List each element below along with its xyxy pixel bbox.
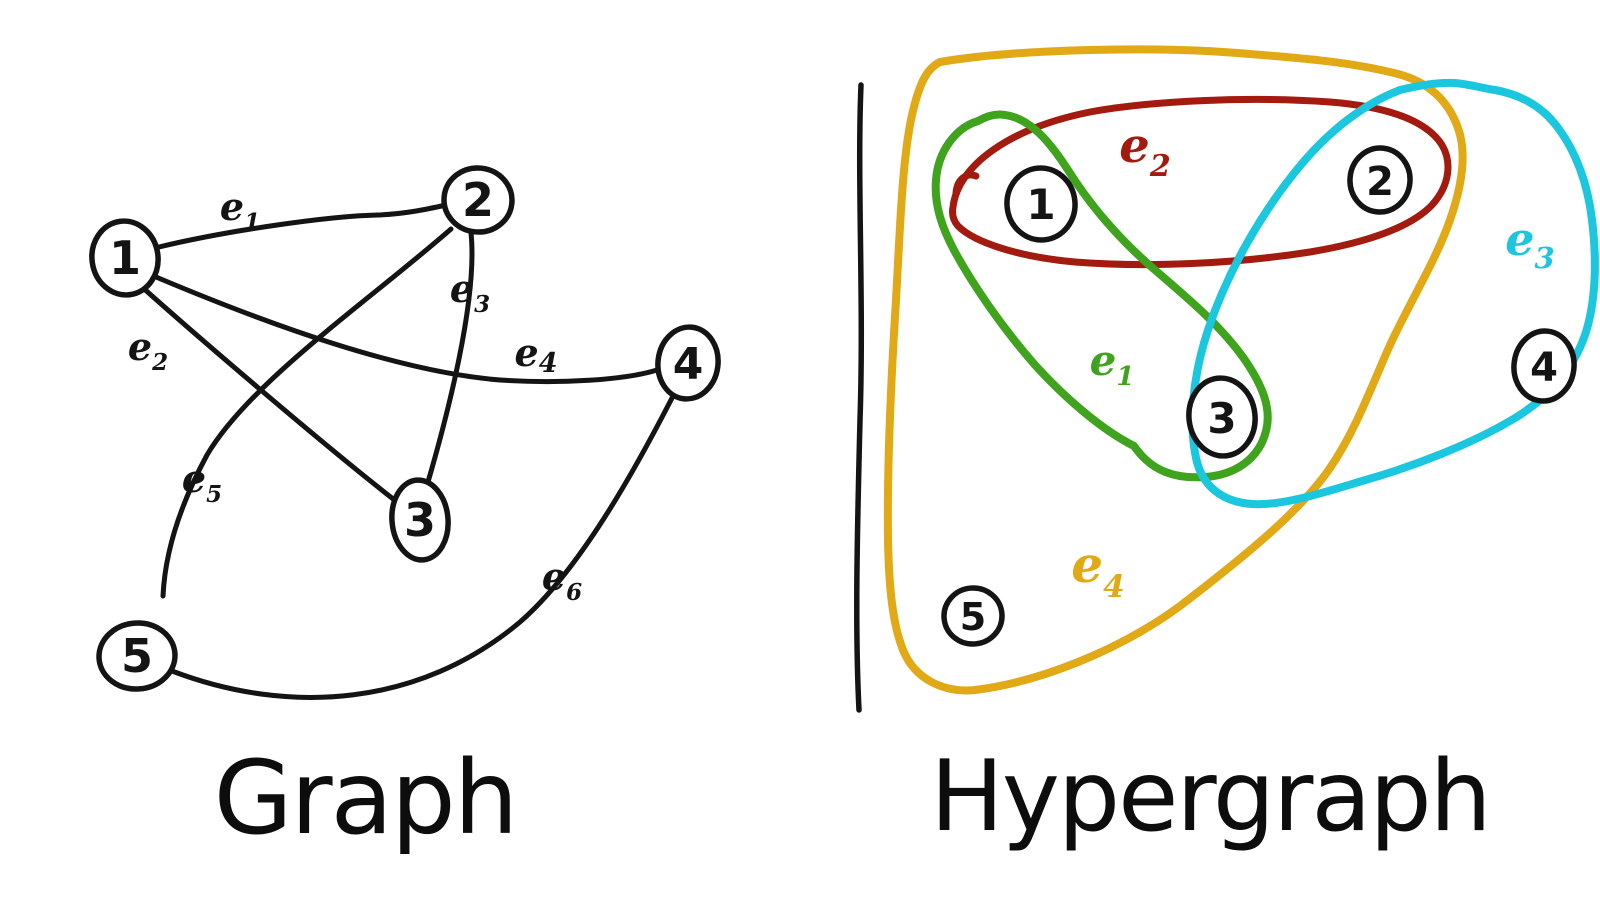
edge-e4-label: e4 <box>515 330 558 379</box>
hypergraph-node-3: 3 <box>1186 375 1258 459</box>
hyperedge-e2-outline <box>949 95 1452 269</box>
right-hypergraph: e2 e1 e3 e4 1 2 3 <box>883 45 1599 695</box>
edge-e6-line <box>169 395 675 700</box>
hyperedge-e1-outline <box>931 110 1272 482</box>
left-graph-edges <box>139 202 675 700</box>
svg-text:2: 2 <box>1366 159 1394 205</box>
hyperedge-e2-label: e2 <box>1119 118 1170 184</box>
svg-text:4: 4 <box>673 339 704 390</box>
edge-e1-label: e1 <box>220 184 260 236</box>
edge-e5-line <box>160 226 454 599</box>
edge-e2-label: e2 <box>128 324 168 376</box>
svg-text:4: 4 <box>1530 345 1558 391</box>
left-graph-edge-labels: e1 e2 e3 e4 e5 e6 <box>128 184 582 606</box>
edge-e2-line <box>139 284 400 505</box>
hyperedge-e2-pen-hook <box>952 171 980 197</box>
right-panel-title: Hypergraph <box>930 740 1492 854</box>
left-graph: e1 e2 e3 e4 e5 e6 1 <box>89 165 721 700</box>
right-hypergraph-nodes: 1 2 3 4 5 <box>941 145 1577 647</box>
left-graph-nodes: 1 2 3 4 5 <box>89 165 721 692</box>
svg-text:3: 3 <box>1207 394 1236 443</box>
hyperedge-e3-label: e3 <box>1505 212 1554 275</box>
svg-text:5: 5 <box>121 629 153 683</box>
graph-node-1: 1 <box>89 218 161 298</box>
edge-e5-label: e5 <box>182 456 222 508</box>
hyperedge-e3-outline <box>1188 78 1599 509</box>
right-hyperedge-labels: e2 e1 e3 e4 <box>1071 118 1554 605</box>
edge-e3-label: e3 <box>450 266 490 318</box>
graph-node-4: 4 <box>655 324 721 402</box>
edge-e6-label: e6 <box>542 554 582 606</box>
hypergraph-node-5: 5 <box>941 585 1005 647</box>
hyperedge-e4-label: e4 <box>1071 535 1124 605</box>
hypergraph-node-1: 1 <box>1004 165 1078 243</box>
svg-text:1: 1 <box>109 231 141 285</box>
svg-text:2: 2 <box>462 173 494 227</box>
edge-e3-line <box>425 230 475 485</box>
graph-node-2: 2 <box>441 165 515 235</box>
hyperedge-e2-group <box>949 95 1452 269</box>
left-panel-title: Graph <box>213 739 519 858</box>
hyperedge-e1-label: e1 <box>1090 336 1135 392</box>
divider-line <box>854 82 865 713</box>
svg-text:3: 3 <box>404 493 436 547</box>
edge-e1-line <box>156 202 449 250</box>
hypergraph-node-2: 2 <box>1347 145 1413 215</box>
hyperedge-e4-outline <box>883 45 1467 695</box>
graph-node-5: 5 <box>96 620 178 692</box>
edge-e4-line <box>153 274 660 385</box>
svg-text:5: 5 <box>960 595 986 639</box>
hypergraph-node-4: 4 <box>1511 328 1577 404</box>
graph-node-3: 3 <box>389 477 451 563</box>
svg-text:1: 1 <box>1026 180 1055 229</box>
